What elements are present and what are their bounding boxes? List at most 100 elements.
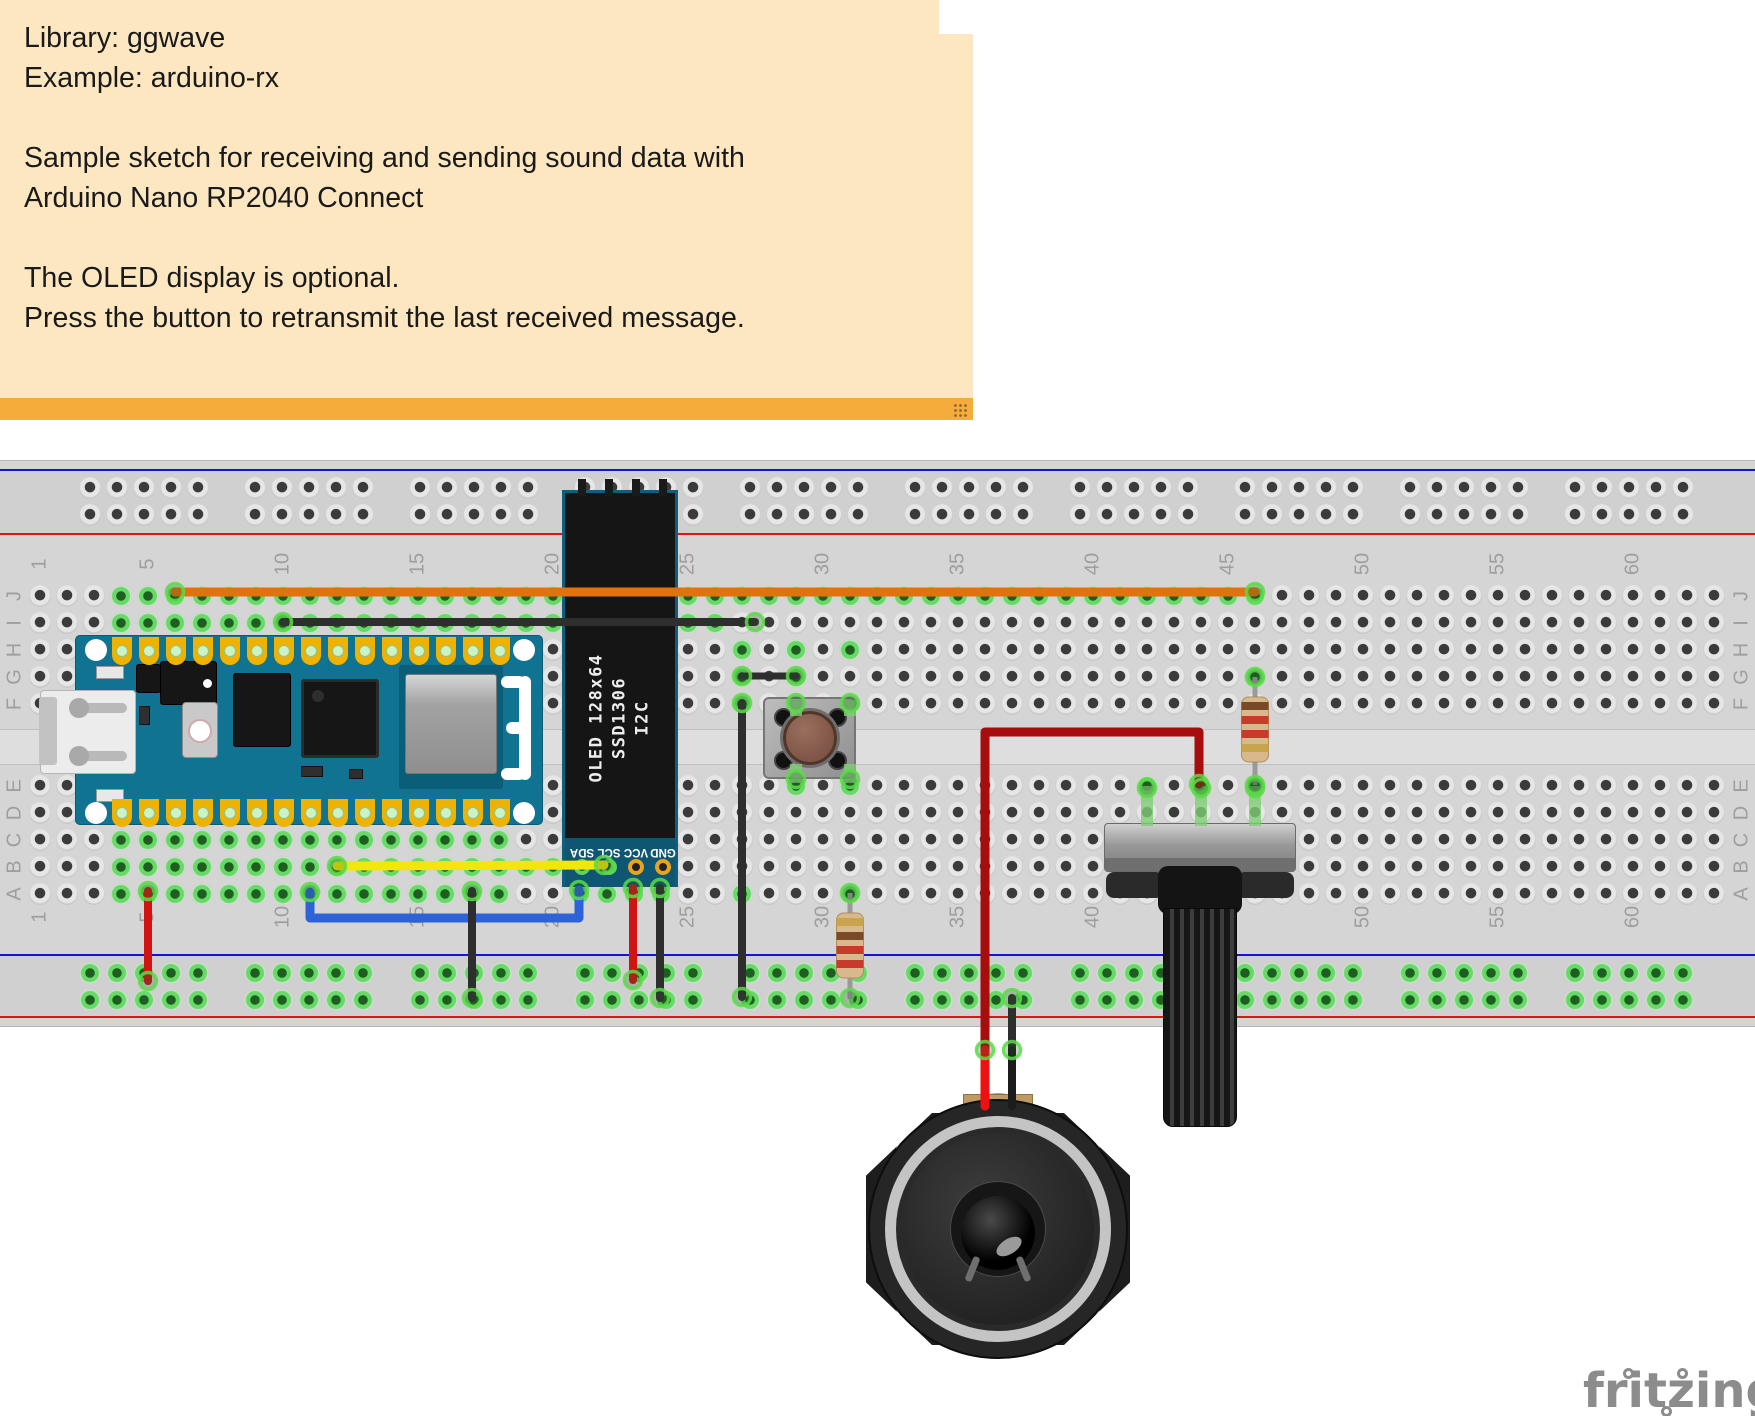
breadboard-hole[interactable] bbox=[110, 829, 132, 851]
breadboard-hole[interactable] bbox=[1514, 775, 1536, 797]
breadboard-hole[interactable] bbox=[793, 504, 815, 526]
breadboard-hole[interactable] bbox=[920, 856, 942, 878]
breadboard-hole[interactable] bbox=[517, 962, 539, 984]
breadboard-hole[interactable] bbox=[271, 477, 293, 499]
breadboard-hole[interactable] bbox=[704, 693, 726, 715]
breadboard-hole[interactable] bbox=[1676, 639, 1698, 661]
breadboard-hole[interactable] bbox=[1136, 666, 1158, 688]
breadboard-hole[interactable] bbox=[893, 693, 915, 715]
breadboard-hole[interactable] bbox=[920, 883, 942, 905]
breadboard-hole[interactable] bbox=[893, 856, 915, 878]
breadboard-hole[interactable] bbox=[985, 504, 1007, 526]
breadboard-hole[interactable] bbox=[931, 504, 953, 526]
breadboard-hole[interactable] bbox=[1342, 989, 1364, 1011]
breadboard-hole[interactable] bbox=[106, 477, 128, 499]
breadboard-hole[interactable] bbox=[1271, 612, 1293, 634]
breadboard-hole[interactable] bbox=[1595, 639, 1617, 661]
breadboard-hole[interactable] bbox=[958, 477, 980, 499]
breadboard-hole[interactable] bbox=[1379, 856, 1401, 878]
breadboard-hole[interactable] bbox=[1055, 666, 1077, 688]
breadboard-hole[interactable] bbox=[1055, 693, 1077, 715]
breadboard-hole[interactable] bbox=[1426, 962, 1448, 984]
oled-pin-hole[interactable] bbox=[655, 859, 671, 875]
breadboard-hole[interactable] bbox=[682, 989, 704, 1011]
breadboard-hole[interactable] bbox=[758, 802, 780, 824]
breadboard-hole[interactable] bbox=[1676, 612, 1698, 634]
breadboard-hole[interactable] bbox=[1298, 612, 1320, 634]
breadboard-hole[interactable] bbox=[1261, 962, 1283, 984]
breadboard-hole[interactable] bbox=[1298, 639, 1320, 661]
breadboard-hole[interactable] bbox=[1703, 666, 1725, 688]
breadboard-hole[interactable] bbox=[947, 775, 969, 797]
breadboard-hole[interactable] bbox=[1271, 693, 1293, 715]
breadboard-hole[interactable] bbox=[106, 962, 128, 984]
arduino-pin[interactable] bbox=[247, 799, 267, 827]
breadboard-hole[interactable] bbox=[245, 612, 267, 634]
breadboard-hole[interactable] bbox=[1096, 989, 1118, 1011]
breadboard-hole[interactable] bbox=[1649, 639, 1671, 661]
breadboard-hole[interactable] bbox=[904, 477, 926, 499]
breadboard-hole[interactable] bbox=[1622, 612, 1644, 634]
breadboard-hole[interactable] bbox=[812, 666, 834, 688]
breadboard-hole[interactable] bbox=[785, 829, 807, 851]
breadboard-hole[interactable] bbox=[628, 989, 650, 1011]
breadboard-hole[interactable] bbox=[1595, 693, 1617, 715]
breadboard-hole[interactable] bbox=[1001, 829, 1023, 851]
breadboard-hole[interactable] bbox=[704, 829, 726, 851]
breadboard-hole[interactable] bbox=[1649, 612, 1671, 634]
breadboard-hole[interactable] bbox=[187, 504, 209, 526]
breadboard-hole[interactable] bbox=[218, 829, 240, 851]
breadboard-hole[interactable] bbox=[271, 989, 293, 1011]
breadboard-hole[interactable] bbox=[1672, 504, 1694, 526]
breadboard-hole[interactable] bbox=[1012, 504, 1034, 526]
breadboard-hole[interactable] bbox=[974, 639, 996, 661]
breadboard-hole[interactable] bbox=[1001, 883, 1023, 905]
breadboard-hole[interactable] bbox=[812, 612, 834, 634]
breadboard-hole[interactable] bbox=[407, 829, 429, 851]
breadboard-hole[interactable] bbox=[1001, 666, 1023, 688]
breadboard-hole[interactable] bbox=[488, 883, 510, 905]
breadboard-hole[interactable] bbox=[866, 666, 888, 688]
breadboard-hole[interactable] bbox=[1352, 585, 1374, 607]
wire-yellow-scl[interactable] bbox=[332, 860, 609, 871]
breadboard-hole[interactable] bbox=[1595, 856, 1617, 878]
breadboard-hole[interactable] bbox=[766, 989, 788, 1011]
breadboard-hole[interactable] bbox=[1460, 829, 1482, 851]
breadboard-hole[interactable] bbox=[1082, 639, 1104, 661]
breadboard-hole[interactable] bbox=[1028, 775, 1050, 797]
breadboard-hole[interactable] bbox=[601, 962, 623, 984]
breadboard-hole[interactable] bbox=[1622, 802, 1644, 824]
breadboard-hole[interactable] bbox=[1541, 802, 1563, 824]
breadboard-hole[interactable] bbox=[1234, 504, 1256, 526]
breadboard-hole[interactable] bbox=[461, 829, 483, 851]
breadboard-hole[interactable] bbox=[677, 802, 699, 824]
breadboard-hole[interactable] bbox=[1622, 829, 1644, 851]
breadboard-hole[interactable] bbox=[1703, 775, 1725, 797]
breadboard-hole[interactable] bbox=[1460, 639, 1482, 661]
breadboard-hole[interactable] bbox=[110, 856, 132, 878]
breadboard-hole[interactable] bbox=[244, 477, 266, 499]
breadboard-hole[interactable] bbox=[1379, 585, 1401, 607]
breadboard-hole[interactable] bbox=[542, 829, 564, 851]
breadboard-hole[interactable] bbox=[380, 829, 402, 851]
breadboard-hole[interactable] bbox=[920, 693, 942, 715]
breadboard-hole[interactable] bbox=[1082, 829, 1104, 851]
breadboard-hole[interactable] bbox=[1618, 504, 1640, 526]
breadboard-hole[interactable] bbox=[272, 856, 294, 878]
breadboard-hole[interactable] bbox=[1460, 585, 1482, 607]
breadboard-hole[interactable] bbox=[272, 829, 294, 851]
breadboard-hole[interactable] bbox=[1399, 962, 1421, 984]
breadboard-hole[interactable] bbox=[947, 856, 969, 878]
breadboard-hole[interactable] bbox=[704, 666, 726, 688]
breadboard-hole[interactable] bbox=[1487, 829, 1509, 851]
breadboard-hole[interactable] bbox=[1595, 585, 1617, 607]
breadboard-hole[interactable] bbox=[1568, 802, 1590, 824]
breadboard-hole[interactable] bbox=[1298, 585, 1320, 607]
breadboard-hole[interactable] bbox=[866, 856, 888, 878]
breadboard-hole[interactable] bbox=[1136, 612, 1158, 634]
breadboard-hole[interactable] bbox=[56, 666, 78, 688]
breadboard-hole[interactable] bbox=[1591, 989, 1613, 1011]
breadboard-hole[interactable] bbox=[515, 829, 537, 851]
breadboard-hole[interactable] bbox=[191, 883, 213, 905]
breadboard-hole[interactable] bbox=[164, 883, 186, 905]
